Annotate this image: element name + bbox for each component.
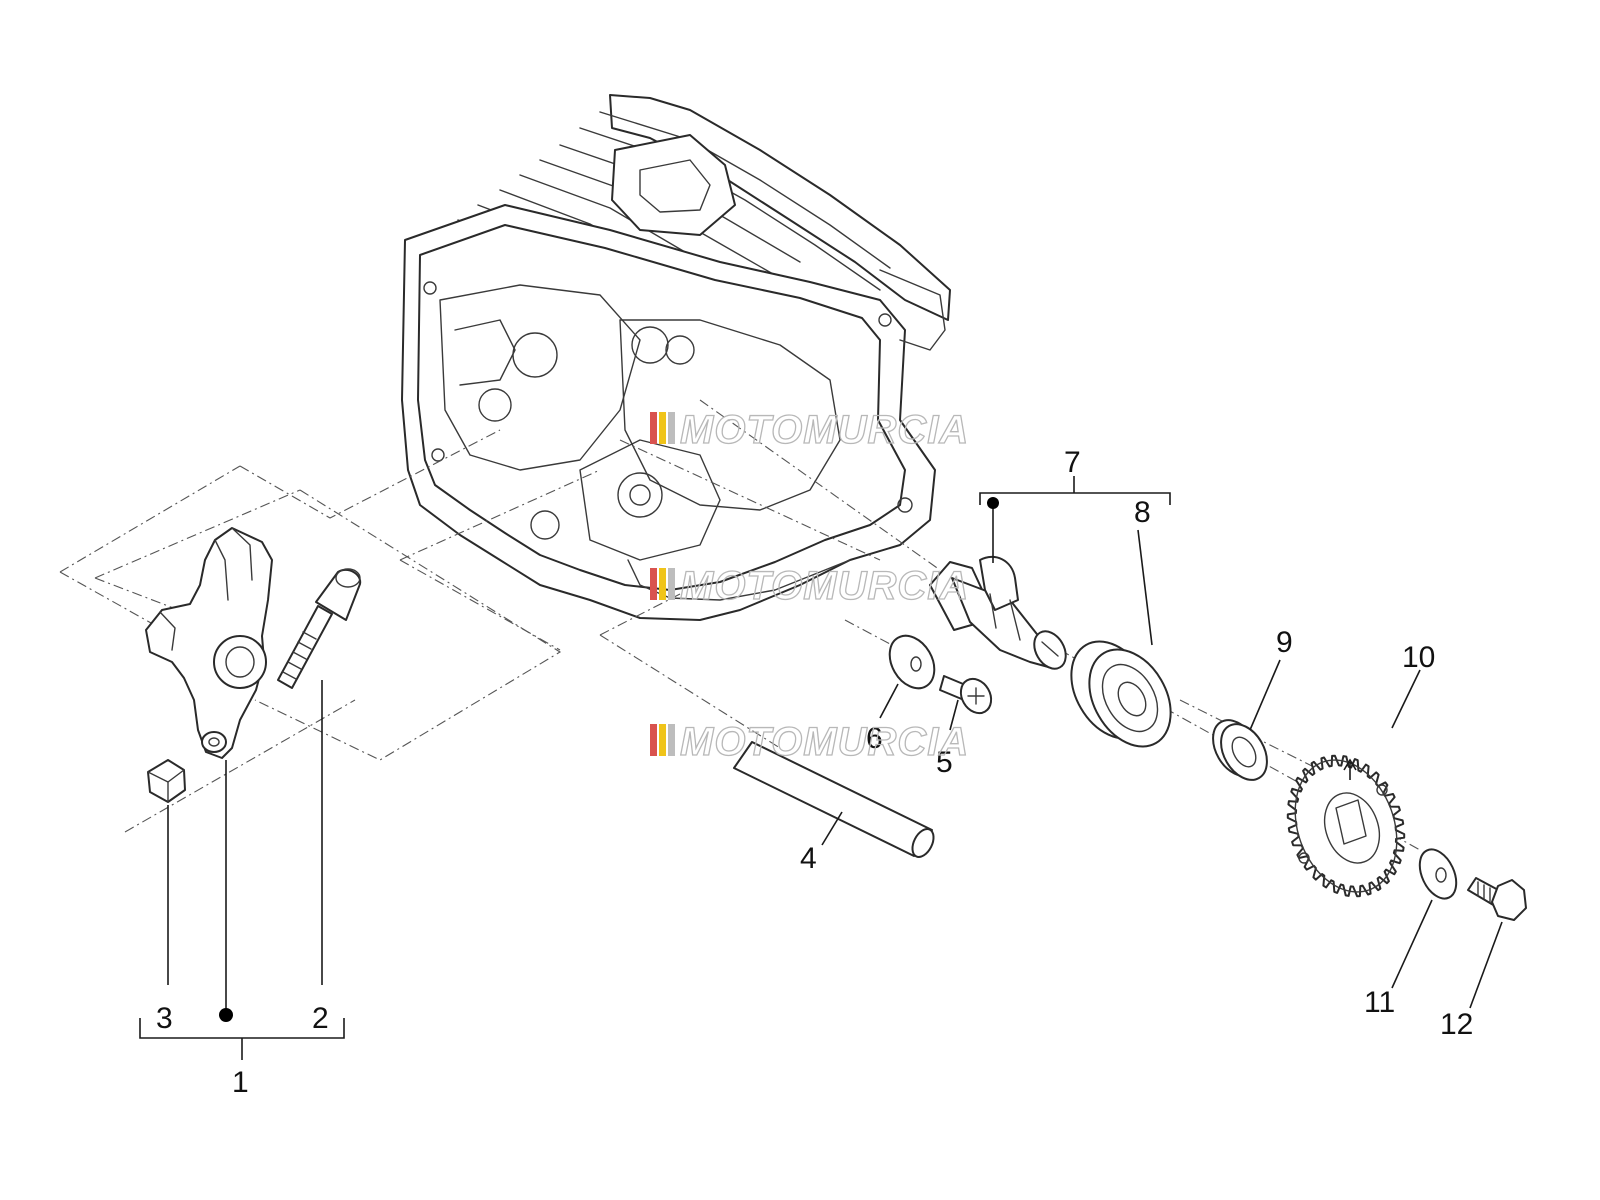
- callout-6: 6: [866, 722, 883, 755]
- group-bullet-rocker: [219, 1008, 233, 1022]
- flange-bolt: [1467, 877, 1527, 921]
- oil-seal: [1212, 719, 1268, 781]
- watermark-3: MOTOMURCIA: [650, 719, 969, 765]
- callout-2: 2: [312, 1002, 329, 1035]
- watermark-text: MOTOMURCIA: [680, 720, 969, 764]
- callout-8: 8: [1134, 496, 1151, 529]
- camshaft: [929, 555, 1067, 670]
- camshaft-sprocket: [1286, 754, 1406, 898]
- callout-5: 5: [936, 746, 953, 779]
- cylinder-head: [401, 94, 951, 621]
- callout-7: 7: [1064, 446, 1081, 479]
- rocker-arm: [145, 527, 273, 759]
- callout-12: 12: [1440, 1008, 1473, 1041]
- watermark-stripe-yellow: [659, 724, 666, 756]
- callout-9: 9: [1276, 626, 1293, 659]
- adjuster-screw: [277, 568, 362, 689]
- watermark-text: MOTOMURCIA: [680, 408, 969, 452]
- rocker-pin: [733, 741, 935, 858]
- watermark-stripe-grey: [668, 568, 675, 600]
- callout-leaders: [139, 476, 1503, 1060]
- watermark-stripe-red: [650, 412, 657, 444]
- watermark-stripe-red: [650, 724, 657, 756]
- washer-11: [1418, 848, 1458, 900]
- callout-3: 3: [156, 1002, 173, 1035]
- screw-5: [939, 675, 993, 715]
- ball-bearing: [1070, 640, 1172, 748]
- watermark-stripe-grey: [668, 412, 675, 444]
- watermark-1: MOTOMURCIA: [650, 407, 969, 453]
- washer-6: [888, 634, 936, 690]
- watermark-stripe-yellow: [659, 568, 666, 600]
- hex-nut: [147, 759, 186, 803]
- callout-4: 4: [800, 842, 817, 875]
- callout-11: 11: [1364, 986, 1395, 1019]
- watermark-text: MOTOMURCIA: [680, 564, 969, 608]
- group-bullet-camshaft: [987, 497, 999, 509]
- watermark-2: MOTOMURCIA: [650, 563, 969, 609]
- watermark-stripe-grey: [668, 724, 675, 756]
- watermark-stripe-yellow: [659, 412, 666, 444]
- callout-1: 1: [232, 1066, 249, 1099]
- watermark-stripe-red: [650, 568, 657, 600]
- callout-10: 10: [1402, 641, 1435, 674]
